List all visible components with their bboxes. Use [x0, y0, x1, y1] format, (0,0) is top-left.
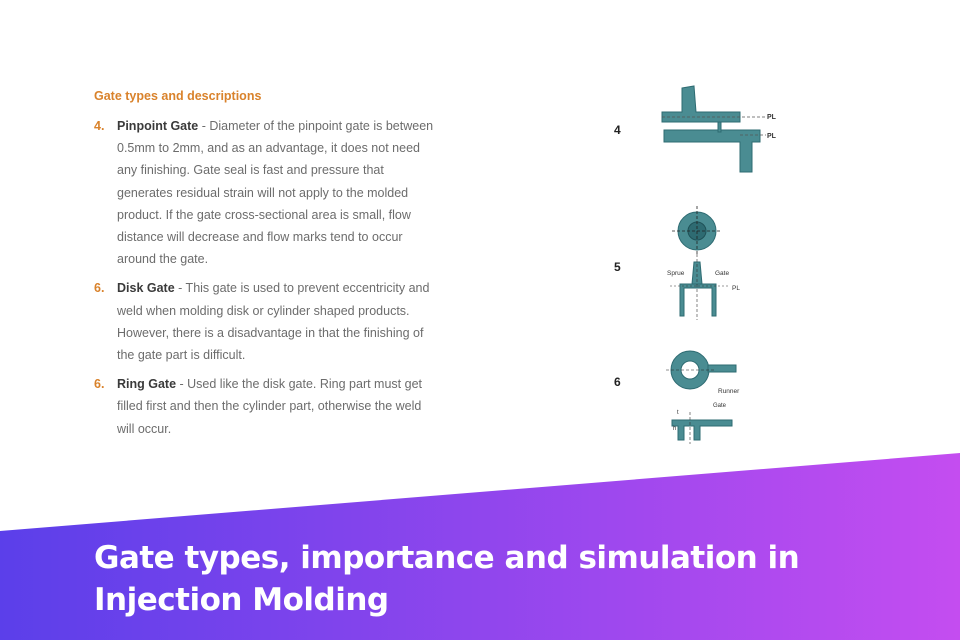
- gate-label: Gate: [715, 270, 729, 277]
- item-number: 6.: [94, 281, 105, 296]
- figure-label-5: 5: [614, 260, 621, 274]
- item-name: Pinpoint Gate: [117, 119, 199, 133]
- item-name: Ring Gate: [117, 377, 177, 392]
- gate-label: Gate: [713, 403, 727, 409]
- figure-label-6: 6: [614, 375, 621, 389]
- item-text: Ring Gate - Used like the disk gate. Rin…: [117, 373, 434, 440]
- item-number: 4.: [94, 119, 105, 133]
- item-description: - This gate is used to prevent eccentric…: [117, 281, 430, 363]
- banner-title: Gate types, importance and simulation in…: [94, 537, 934, 621]
- pl-label: PL: [767, 133, 777, 140]
- t-label: t: [677, 410, 679, 416]
- gate-list: 4. Pinpoint Gate - Diameter of the pinpo…: [94, 115, 434, 447]
- list-item: 6. Ring Gate - Used like the disk gate. …: [94, 373, 434, 440]
- banner-title-line-2: Injection Molding: [94, 582, 389, 618]
- item-text: Pinpoint Gate - Diameter of the pinpoint…: [117, 115, 434, 270]
- pl-label: PL: [732, 285, 740, 292]
- item-description: - Diameter of the pinpoint gate is betwe…: [117, 119, 434, 267]
- pinpoint-gate-diagram: [661, 85, 761, 173]
- banner-title-line-1: Gate types, importance and simulation in: [94, 540, 800, 576]
- item-description: - Used like the disk gate. Ring part mus…: [117, 377, 422, 436]
- ring-gate-diagram: [666, 350, 737, 444]
- list-item: 6. Disk Gate - This gate is used to prev…: [94, 277, 434, 366]
- figure-label-4: 4: [614, 123, 621, 137]
- banner-background: [0, 453, 960, 640]
- list-item: 4. Pinpoint Gate - Diameter of the pinpo…: [94, 115, 434, 270]
- section-heading: Gate types and descriptions: [94, 89, 262, 103]
- item-number: 6.: [94, 377, 105, 392]
- item-text: Disk Gate - This gate is used to prevent…: [117, 277, 434, 366]
- disk-gate-diagram: [670, 206, 730, 320]
- h-label: h: [673, 426, 676, 432]
- runner-label: Runner: [718, 388, 740, 395]
- item-name: Disk Gate: [117, 281, 175, 296]
- pl-label: PL: [767, 114, 777, 121]
- sprue-label: Sprue: [667, 270, 685, 277]
